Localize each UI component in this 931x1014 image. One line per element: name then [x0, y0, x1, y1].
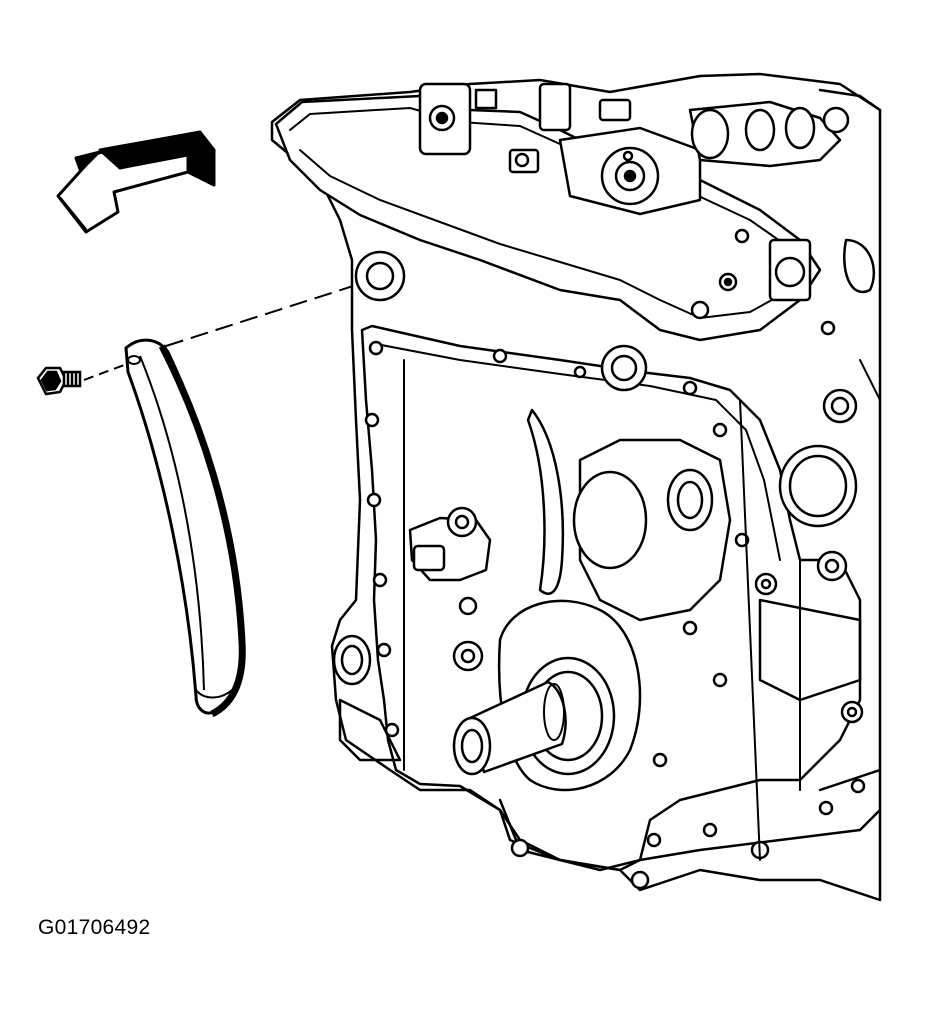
timing-chain-guide-icon	[124, 338, 246, 718]
direction-arrow-icon	[56, 130, 216, 234]
figure-id-label: G01706492	[38, 916, 151, 939]
engine-block-icon	[270, 72, 882, 902]
alignment-lines	[83, 279, 373, 381]
bolt-icon	[36, 366, 82, 396]
